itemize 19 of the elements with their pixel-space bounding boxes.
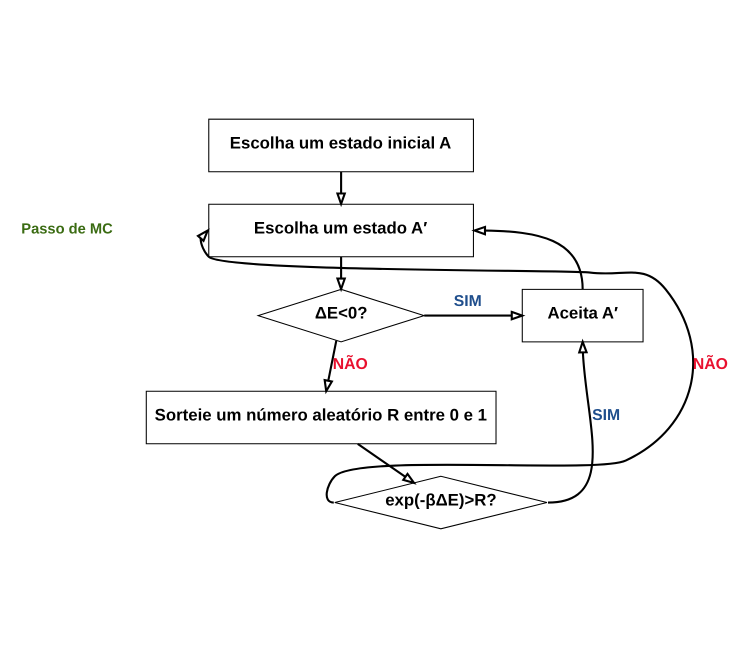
arrow bbox=[336, 172, 346, 208]
node-diamond: exp(-βΔE)>R? bbox=[334, 476, 548, 530]
arrow bbox=[196, 228, 694, 504]
arrow bbox=[471, 225, 584, 290]
node-box: Escolha um estado inicial A bbox=[208, 118, 474, 172]
node-box: Escolha um estado A′ bbox=[208, 204, 474, 258]
arrow bbox=[357, 443, 417, 485]
label: Passo de MC bbox=[21, 221, 113, 238]
arrow bbox=[424, 310, 526, 321]
edge-label: NÃO bbox=[332, 356, 368, 374]
edge-label: SIM bbox=[454, 293, 482, 310]
node-box: Sorteie um número aleatório R entre 0 e 1 bbox=[146, 390, 497, 444]
node-box: Aceita A′ bbox=[522, 288, 644, 342]
edge-label: SIM bbox=[592, 407, 620, 424]
arrow bbox=[336, 256, 346, 292]
node-diamond: ΔE<0? bbox=[256, 288, 426, 342]
arrow bbox=[323, 340, 338, 394]
arrow bbox=[548, 338, 594, 504]
edge-label: NÃO bbox=[692, 356, 728, 374]
